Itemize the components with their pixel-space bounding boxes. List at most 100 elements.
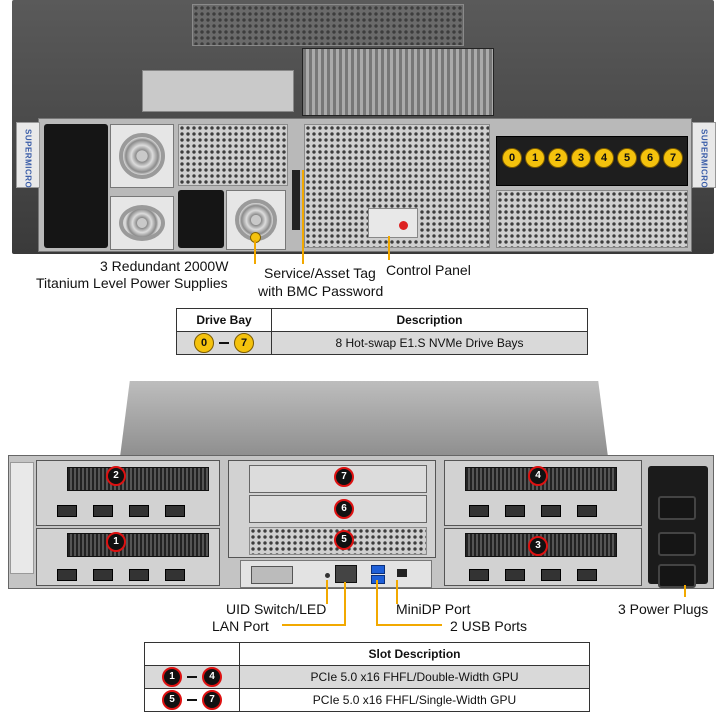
usb-port-1[interactable] — [371, 565, 385, 574]
uid-label: UID Switch/LED — [226, 601, 327, 617]
io-panel — [240, 560, 432, 588]
minidp-callout-line — [396, 580, 398, 604]
power-plug-3[interactable] — [658, 564, 696, 588]
dp-port[interactable] — [93, 505, 113, 517]
lan-callout-vertical — [344, 582, 346, 626]
drive-vent — [496, 190, 688, 248]
slot-number-header — [144, 642, 240, 666]
power-plugs-label: 3 Power Plugs — [618, 601, 709, 617]
usb-port-2[interactable] — [371, 575, 385, 584]
gpu-label-4: 4 — [528, 466, 548, 486]
minidp-label: MiniDP Port — [396, 601, 471, 617]
lan-label: LAN Port — [212, 618, 269, 634]
slot-range-2-start: 5 — [162, 690, 182, 710]
dp-port[interactable] — [577, 505, 597, 517]
drive-bay-0[interactable]: 0 — [502, 148, 522, 168]
uid-callout-line — [326, 580, 328, 604]
psu-label-line1: 3 Redundant 2000W — [100, 258, 229, 274]
drive-bay-6[interactable]: 6 — [640, 148, 660, 168]
dp-port[interactable] — [577, 569, 597, 581]
internal-heatsink — [302, 48, 494, 116]
psu-vent — [178, 124, 288, 186]
control-callout-line — [388, 236, 390, 260]
minidp-port[interactable] — [397, 569, 407, 577]
gpu-slot-2 — [36, 460, 220, 526]
dp-port[interactable] — [165, 569, 185, 581]
bmc-header — [251, 566, 293, 584]
description-header: Description — [271, 308, 588, 332]
gpu-label-5: 5 — [334, 530, 354, 550]
psu-callout-line — [254, 240, 256, 264]
psu-fan-2 — [110, 196, 174, 250]
drive-bay-7[interactable]: 7 — [663, 148, 683, 168]
control-panel[interactable] — [368, 208, 418, 238]
gpu-label-3: 3 — [528, 536, 548, 556]
service-callout-line — [302, 170, 304, 264]
drive-bay-2[interactable]: 2 — [548, 148, 568, 168]
gpu-slot-2-vent — [67, 467, 209, 491]
dp-port[interactable] — [165, 505, 185, 517]
dp-port[interactable] — [57, 505, 77, 517]
dp-port[interactable] — [57, 569, 77, 581]
power-button[interactable] — [399, 221, 408, 230]
control-panel-label: Control Panel — [386, 262, 471, 278]
dp-port[interactable] — [469, 505, 489, 517]
slot-range-1-end: 4 — [202, 667, 222, 687]
gpu-label-6: 6 — [334, 499, 354, 519]
dp-port[interactable] — [129, 569, 149, 581]
slot-description-header: Slot Description — [239, 642, 590, 666]
center-vent — [304, 124, 490, 248]
uid-switch[interactable] — [325, 573, 330, 578]
psu-handle-left[interactable] — [44, 124, 108, 248]
drive-bay-1[interactable]: 1 — [525, 148, 545, 168]
service-label-line1: Service/Asset Tag — [264, 265, 376, 281]
left-rack-ear: SUPERMICRO — [16, 122, 40, 188]
power-plug-2[interactable] — [658, 532, 696, 556]
right-rack-ear: SUPERMICRO — [692, 122, 716, 188]
dp-port[interactable] — [505, 505, 525, 517]
slot-range-2-end: 7 — [202, 690, 222, 710]
drive-bay-3[interactable]: 3 — [571, 148, 591, 168]
power-plug-1[interactable] — [658, 496, 696, 520]
top-vent — [192, 4, 464, 46]
lan-port[interactable] — [335, 565, 357, 583]
gpu-slot-1 — [36, 528, 220, 586]
psu-handle-right[interactable] — [178, 190, 224, 248]
range-dash — [219, 342, 229, 344]
drive-bay-5[interactable]: 5 — [617, 148, 637, 168]
rear-chassis-top — [120, 381, 608, 457]
drive-bay-4[interactable]: 4 — [594, 148, 614, 168]
drive-bay-description: 8 Hot-swap E1.S NVMe Drive Bays — [271, 331, 588, 355]
rear-left-ear — [10, 462, 34, 574]
dp-port[interactable] — [505, 569, 525, 581]
slot-description-1: PCIe 5.0 x16 FHFL/Double-Width GPU — [239, 665, 590, 689]
drive-range-start: 0 — [194, 333, 214, 353]
gpu-label-2: 2 — [106, 466, 126, 486]
slot-range-1-start: 1 — [162, 667, 182, 687]
range-dash — [187, 676, 197, 678]
dp-port[interactable] — [93, 569, 113, 581]
range-dash — [187, 699, 197, 701]
psu-label-line2: Titanium Level Power Supplies — [36, 275, 228, 291]
power-callout-line — [684, 585, 686, 597]
drive-range-end: 7 — [234, 333, 254, 353]
psu-fan-1 — [110, 124, 174, 188]
dp-port[interactable] — [541, 505, 561, 517]
usb-callout-vertical — [376, 580, 378, 626]
middle-slot-cage — [228, 460, 436, 558]
service-asset-tag[interactable] — [292, 170, 300, 230]
dp-port[interactable] — [541, 569, 561, 581]
dp-port[interactable] — [129, 505, 149, 517]
psu-cage — [142, 70, 294, 112]
gpu-label-7: 7 — [334, 467, 354, 487]
dp-port[interactable] — [469, 569, 489, 581]
gpu-label-1: 1 — [106, 532, 126, 552]
slot-description-2: PCIe 5.0 x16 FHFL/Single-Width GPU — [239, 688, 590, 712]
usb-callout-horizontal — [376, 624, 442, 626]
lan-callout-horizontal — [282, 624, 346, 626]
